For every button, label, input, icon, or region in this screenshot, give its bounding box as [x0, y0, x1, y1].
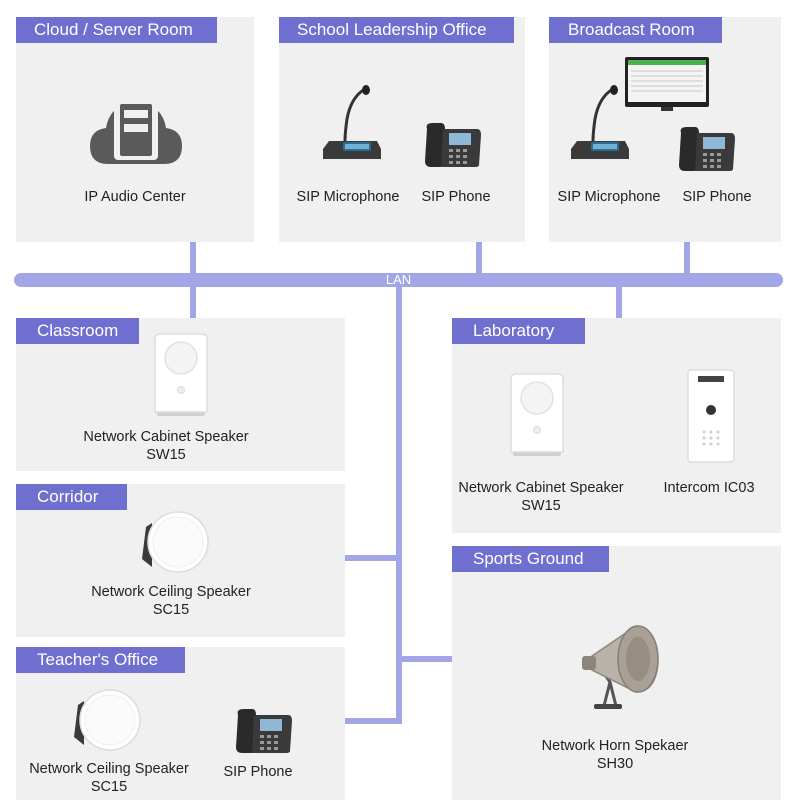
room-title: Broadcast Room [549, 17, 722, 43]
ceiling-speaker-icon [74, 689, 141, 751]
room-title: Sports Ground [452, 546, 609, 572]
device-label: SIP Microphone [557, 189, 661, 205]
desk-microphone-icon [571, 85, 629, 159]
device-label: Network Cabinet Speaker [458, 480, 624, 496]
intercom-icon [687, 369, 735, 463]
device-model: SH30 [596, 756, 634, 772]
uplink-broadcast [684, 241, 690, 275]
cabinet-speaker-icon [154, 333, 208, 416]
device-label: SIP Phone [682, 189, 752, 205]
horn-speaker-icon [582, 625, 659, 709]
room-broadcast: Broadcast Room SIP Microphone SIP Phone [549, 17, 781, 242]
device-model: SW15 [146, 447, 186, 463]
device-model: SW15 [521, 498, 561, 514]
teacher-drop [396, 656, 402, 724]
lan-bus: LAN [14, 272, 783, 287]
device-model: SC15 [152, 602, 190, 618]
device-label: Network Ceiling Speaker [91, 584, 251, 600]
ip-phone-icon [679, 127, 735, 171]
desk-microphone-icon [323, 85, 381, 159]
branch-corridor [344, 555, 400, 561]
downlink-laboratory [616, 285, 622, 319]
room-corridor: Corridor Network Ceiling Speaker SC15 [16, 484, 345, 637]
room-sports-ground: Sports Ground Network Horn Spekaer SH30 [452, 546, 781, 800]
room-school-leadership: School Leadership Office SIP Microphone … [279, 17, 525, 242]
ip-phone-icon [425, 123, 481, 167]
uplink-cloud [190, 241, 196, 275]
room-title: Classroom [16, 318, 139, 344]
cabinet-speaker-icon [510, 373, 564, 456]
room-title: Corridor [16, 484, 127, 510]
room-title: Teacher's Office [16, 647, 185, 673]
cloud-server-icon [90, 98, 182, 164]
device-model: SC15 [90, 779, 128, 795]
device-label: Network Horn Spekaer [541, 738, 689, 754]
branch-teacher [344, 718, 402, 724]
trunk-vertical [396, 285, 402, 662]
device-label: Network Ceiling Speaker [29, 761, 189, 777]
branch-sports [396, 656, 454, 662]
device-label: SIP Phone [421, 189, 491, 205]
room-title: School Leadership Office [279, 17, 514, 43]
room-teachers-office: Teacher's Office Network Ceiling Speaker… [16, 647, 345, 800]
room-title: Laboratory [452, 318, 585, 344]
room-laboratory: Laboratory Network Cabinet Speaker SW15 … [452, 318, 781, 533]
device-label: IP Audio Center [84, 189, 186, 205]
uplink-leadership [476, 241, 482, 275]
device-label: SIP Microphone [296, 189, 400, 205]
ceiling-speaker-icon [142, 511, 209, 573]
downlink-classroom [190, 285, 196, 319]
monitor-icon [625, 57, 709, 111]
room-cloud-server: Cloud / Server Room IP Audio Center [16, 17, 254, 242]
device-label: SIP Phone [223, 764, 293, 780]
device-label: Intercom IC03 [663, 480, 755, 496]
lan-label: LAN [385, 272, 412, 287]
room-classroom: Classroom Network Cabinet Speaker SW15 [16, 318, 345, 471]
ip-phone-icon [236, 709, 292, 753]
device-label: Network Cabinet Speaker [83, 429, 249, 445]
room-title: Cloud / Server Room [16, 17, 217, 43]
